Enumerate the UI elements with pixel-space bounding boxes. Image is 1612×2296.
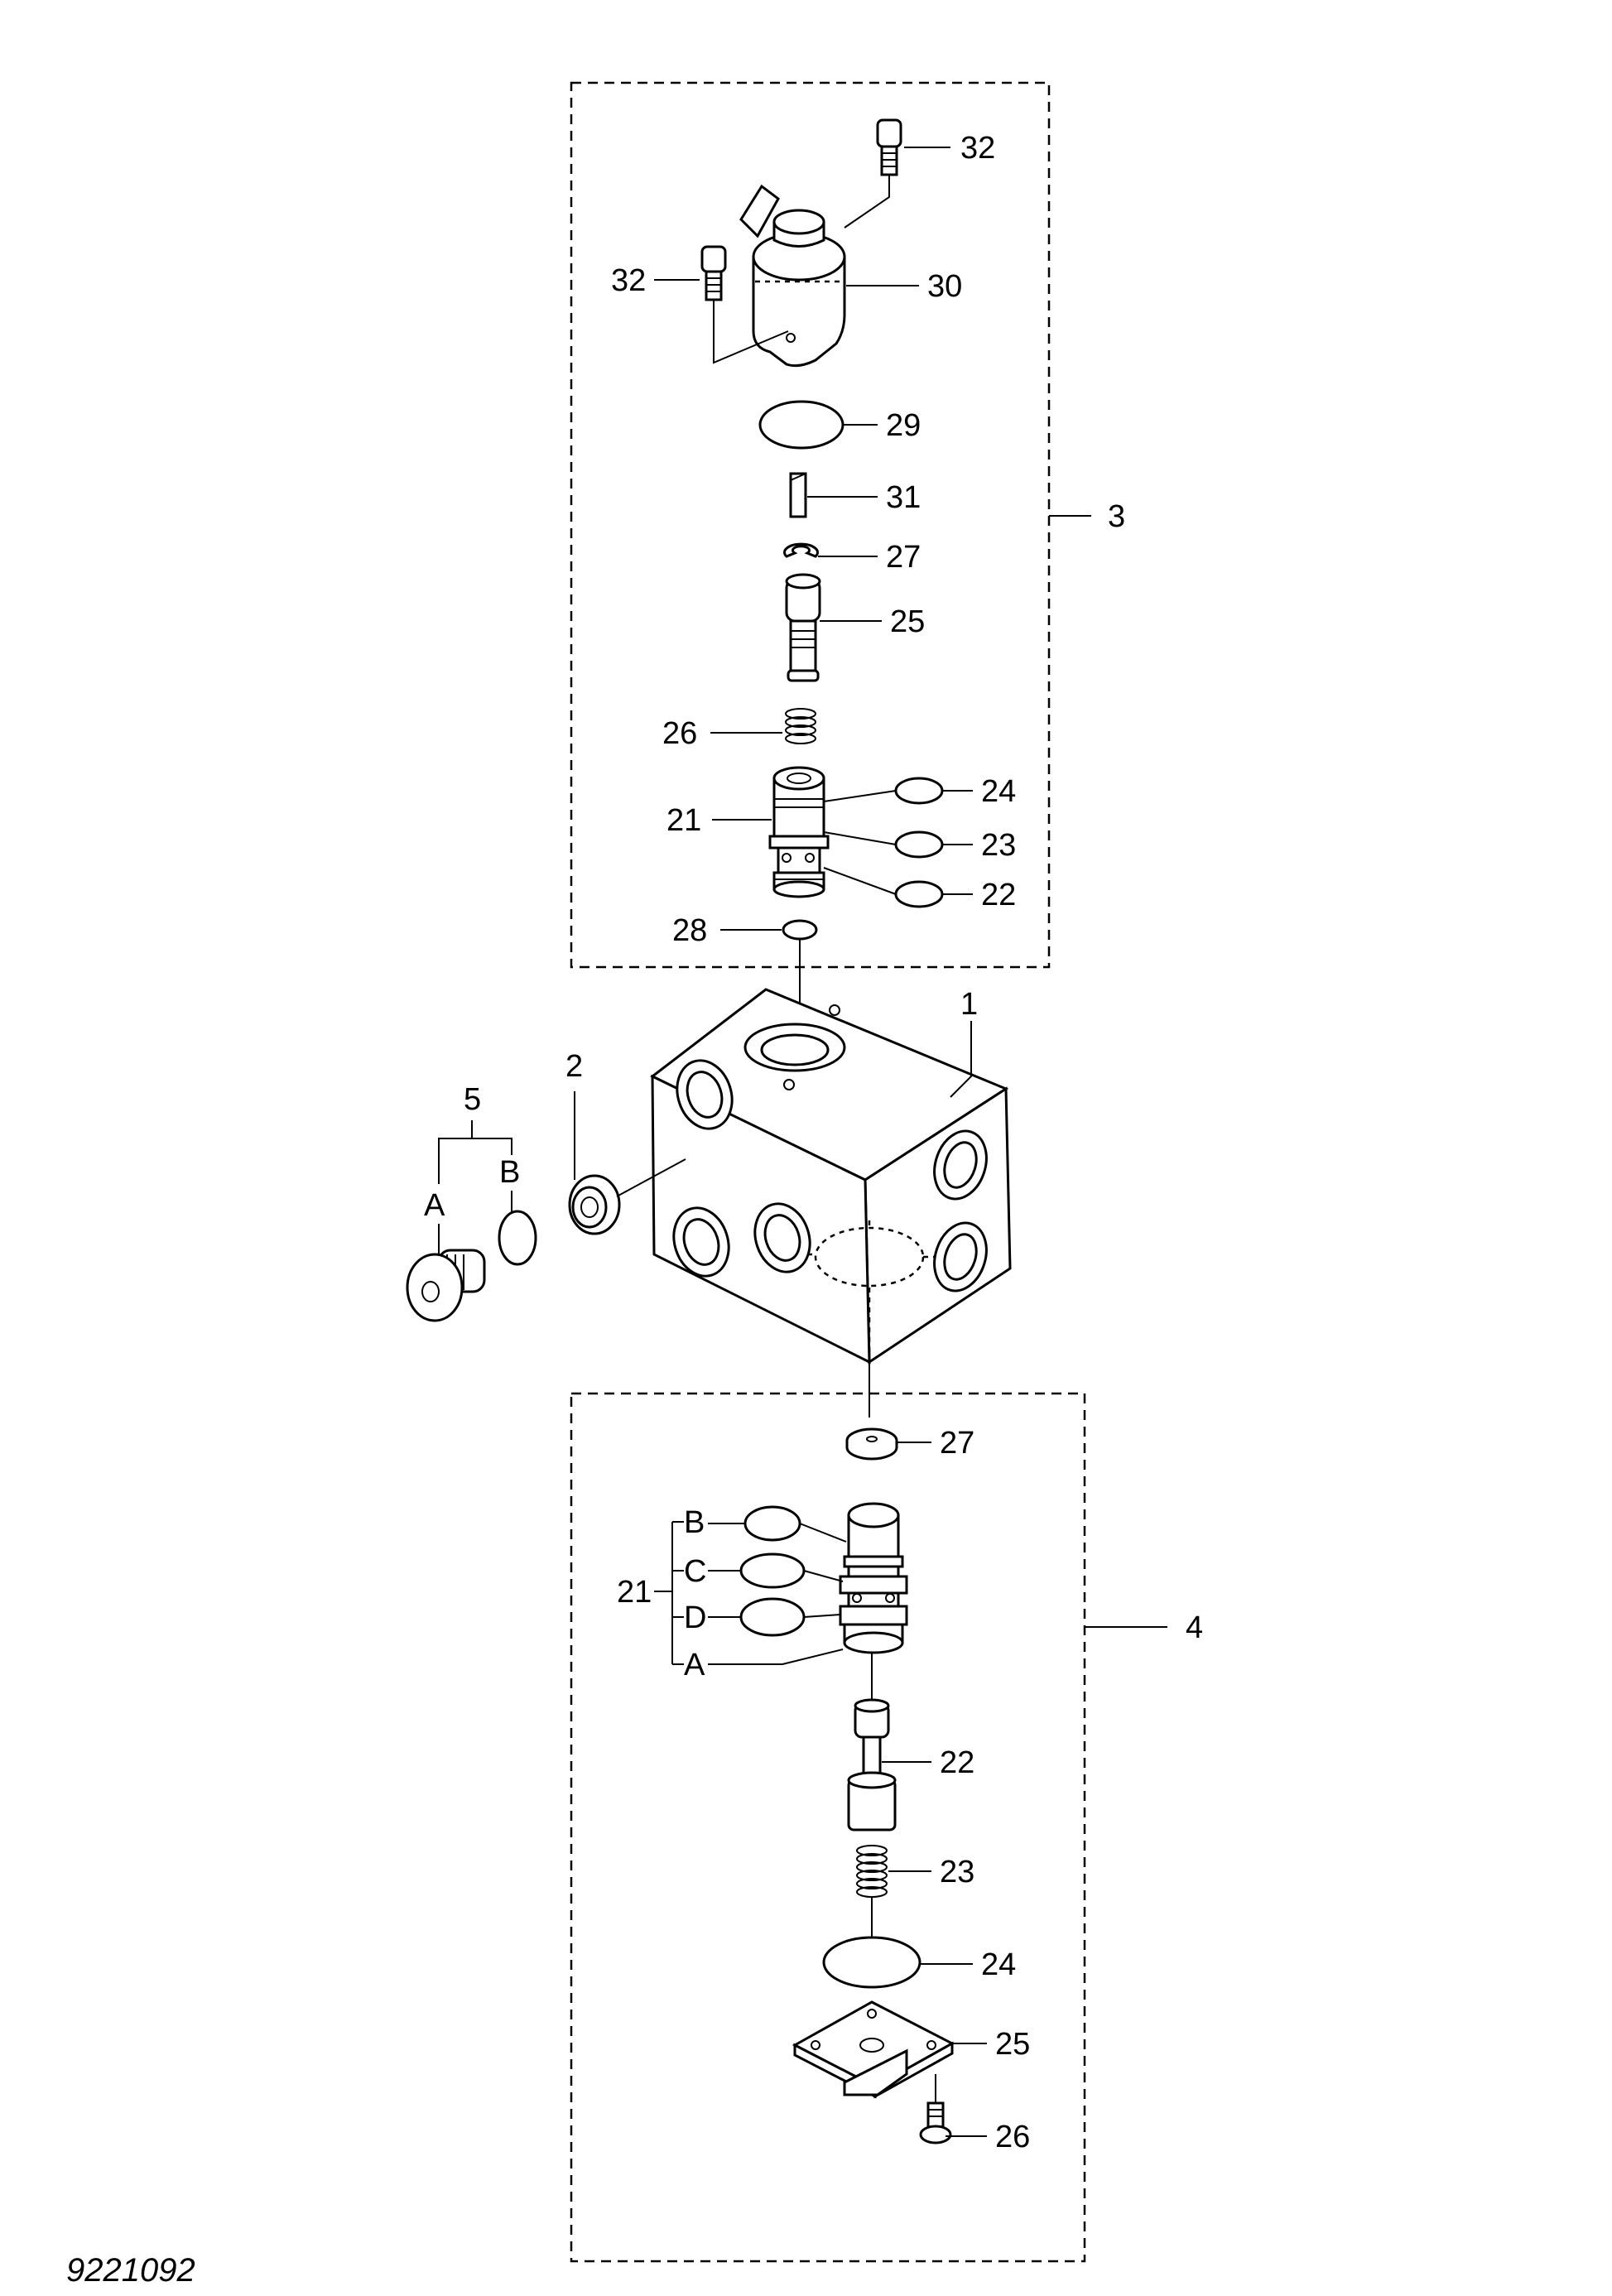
callout-29: 29 [886, 408, 921, 443]
cartridge-21-lower [839, 1502, 908, 1654]
bolt-32-top [876, 118, 902, 176]
plug-5A [406, 1249, 486, 1322]
spring-26 [785, 708, 816, 744]
callout-21C: C [684, 1554, 706, 1589]
callout-30: 30 [927, 269, 962, 304]
assembly-3-boundary [570, 81, 1051, 969]
callout-21D: D [684, 1600, 706, 1635]
callout-25-lower: 25 [995, 2027, 1030, 2062]
leader-22a [823, 867, 897, 895]
leader-21A [708, 1649, 844, 1665]
valve-body-1 [650, 988, 1012, 1365]
leader-24a [823, 790, 897, 802]
solenoid-30 [739, 184, 846, 368]
o-ring-24-upper [894, 777, 944, 805]
o-ring-21D [739, 1597, 806, 1637]
callout-21-upper: 21 [666, 803, 701, 838]
plug-2 [568, 1174, 621, 1235]
callout-21-lower: 21 [617, 1575, 652, 1610]
cartridge-21-upper [768, 766, 830, 898]
callout-24-upper: 24 [981, 774, 1016, 809]
plug-2-path [616, 1158, 686, 1197]
bolt-32-left-path [713, 300, 789, 364]
callout-32-top: 32 [960, 131, 995, 166]
assembly-4-boundary [570, 1392, 1086, 2263]
seal-24-lower [822, 1936, 921, 1989]
callout-27-lower: 27 [940, 1426, 974, 1461]
callout-32-left: 32 [611, 263, 646, 298]
leader-1 [950, 1021, 972, 1098]
callout-26-lower: 26 [995, 2120, 1030, 2154]
washer-27-lower [845, 1427, 898, 1461]
callout-25: 25 [890, 604, 925, 639]
callout-1: 1 [960, 987, 978, 1022]
bracket-5-A [438, 1120, 473, 1184]
callout-21B: B [684, 1505, 705, 1540]
o-ring-22-upper [894, 880, 944, 908]
callout-22-upper: 22 [981, 878, 1016, 912]
leader-21C-b [803, 1570, 844, 1582]
leader-21D-b [803, 1614, 841, 1618]
o-ring-23-upper [894, 830, 944, 859]
pin-31 [789, 472, 807, 518]
callout-28: 28 [672, 913, 707, 948]
callout-26-top: 26 [662, 716, 697, 751]
leader-21B-b [799, 1523, 847, 1543]
callout-22-lower: 22 [940, 1745, 974, 1780]
callout-5: 5 [464, 1082, 481, 1117]
callout-24-lower: 24 [981, 1947, 1016, 1982]
callout-21A: A [684, 1648, 705, 1682]
callout-2: 2 [565, 1049, 583, 1084]
o-ring-5B [498, 1210, 537, 1266]
o-ring-29 [758, 400, 844, 450]
leader-23a [823, 831, 897, 845]
callout-31: 31 [886, 480, 921, 515]
screw-26-lower [919, 2074, 952, 2144]
callout-23-lower: 23 [940, 1855, 974, 1889]
bolt-32-left [700, 245, 727, 301]
callout-4: 4 [1186, 1610, 1203, 1645]
bracket-5-B [472, 1138, 512, 1155]
spring-23-lower [856, 1845, 888, 1898]
snap-ring-27 [783, 542, 819, 558]
o-ring-28 [782, 919, 818, 941]
callout-5B: B [499, 1155, 520, 1190]
o-ring-21C [739, 1552, 806, 1589]
figure-id: 9221092 [66, 2252, 195, 2289]
cover-25-lower [792, 2000, 955, 2099]
callout-23-upper: 23 [981, 828, 1016, 863]
callout-27-top: 27 [886, 540, 921, 575]
bolt-32-path [844, 175, 890, 229]
callout-3: 3 [1108, 499, 1125, 534]
o-ring-21B [743, 1505, 801, 1542]
spool-25 [785, 573, 821, 682]
callout-5A: A [424, 1188, 445, 1223]
poppet-22-lower [847, 1698, 897, 1832]
